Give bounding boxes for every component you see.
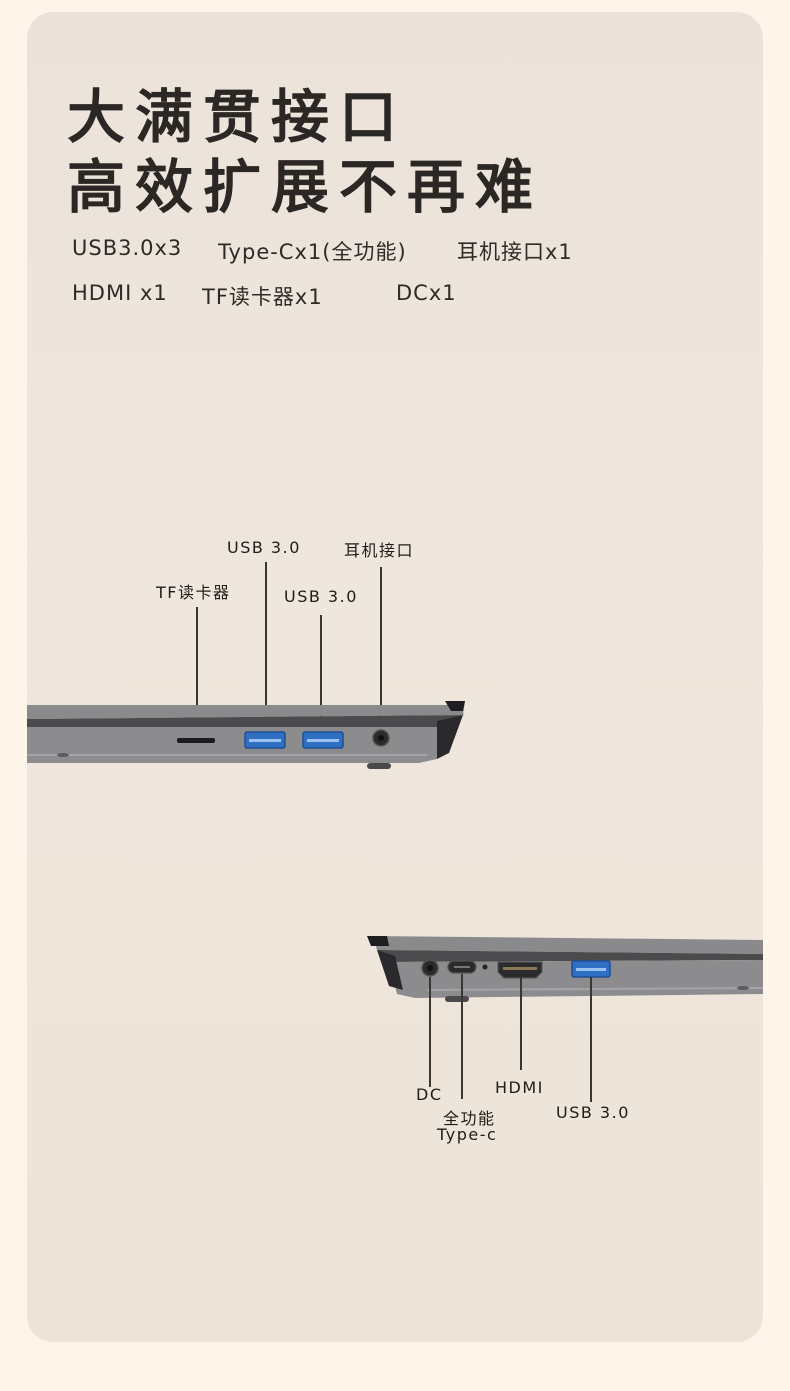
content-card: 大满贯接口 高效扩展不再难 USB3.0x3 Type-Cx1(全功能) 耳机接… bbox=[27, 12, 763, 1342]
label-typec-right-line1: 全功能 bbox=[443, 1109, 496, 1128]
dc-jack-icon bbox=[421, 959, 439, 977]
typec-port-icon bbox=[447, 960, 477, 974]
spec-earphone: 耳机接口x1 bbox=[457, 240, 573, 264]
leader-line-tf bbox=[196, 607, 198, 732]
headline-line-1: 大满贯接口 bbox=[67, 83, 408, 151]
leader-line-usb-right bbox=[590, 977, 592, 1102]
label-usb-right: USB 3.0 bbox=[556, 1103, 630, 1122]
spec-usb: USB3.0x3 bbox=[72, 236, 183, 260]
leader-line-usb-a bbox=[265, 562, 267, 732]
indicator-light-icon bbox=[482, 964, 488, 970]
leader-line-hdmi bbox=[520, 977, 522, 1070]
usb-port-icon bbox=[302, 731, 344, 749]
leader-line-usb-b bbox=[320, 615, 322, 732]
label-earphone-left: 耳机接口 bbox=[344, 541, 415, 560]
hdmi-port-icon bbox=[497, 961, 543, 979]
label-typec-right-line2: Type-c bbox=[437, 1125, 498, 1144]
label-tf-left: TF读卡器 bbox=[156, 583, 231, 602]
tf-card-slot-icon bbox=[177, 738, 215, 743]
leader-line-earphone bbox=[380, 567, 382, 732]
laptop-right-side-view bbox=[367, 936, 763, 1002]
label-usb-left-b: USB 3.0 bbox=[284, 587, 358, 606]
spec-typec: Type-Cx1(全功能) bbox=[218, 240, 407, 264]
usb-port-icon bbox=[571, 960, 611, 978]
spec-dc: DCx1 bbox=[396, 281, 457, 305]
label-usb-left-a: USB 3.0 bbox=[227, 538, 301, 557]
usb-port-icon bbox=[244, 731, 286, 749]
earphone-jack-icon bbox=[372, 729, 390, 747]
leader-line-dc bbox=[429, 977, 431, 1087]
label-dc-right: DC bbox=[416, 1085, 443, 1104]
leader-line-typec bbox=[461, 974, 463, 1099]
spec-tf: TF读卡器x1 bbox=[202, 285, 323, 309]
spec-hdmi: HDMI x1 bbox=[72, 281, 168, 305]
headline-line-2: 高效扩展不再难 bbox=[67, 153, 544, 221]
label-hdmi-right: HDMI bbox=[495, 1078, 544, 1097]
